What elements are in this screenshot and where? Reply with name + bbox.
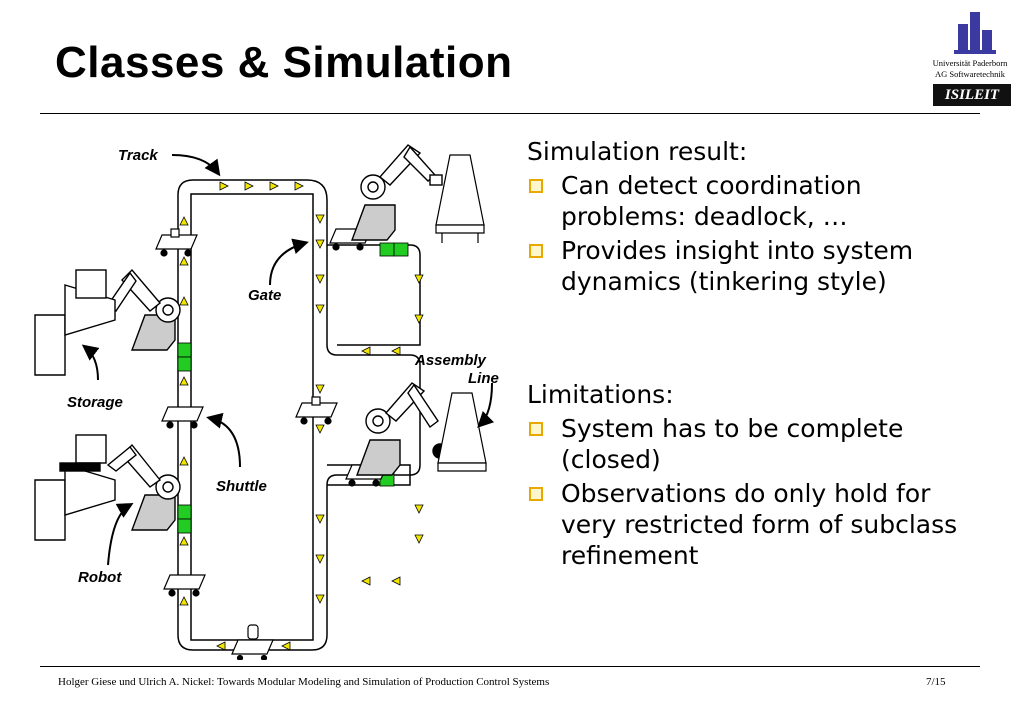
bullet-text: Provides insight into system dynamics (t… xyxy=(561,236,914,296)
track-markers xyxy=(179,181,424,651)
limitations-heading: Limitations: xyxy=(527,380,674,409)
shuttle-label: Shuttle xyxy=(216,478,267,495)
logo-caption: Universität Paderborn AG Softwaretechnik xyxy=(918,58,1022,80)
assembly-line-label-1: Assembly xyxy=(414,352,487,369)
bullet-box-icon xyxy=(529,179,543,193)
gate-arrow xyxy=(269,238,309,286)
shuttle-1 xyxy=(155,228,198,257)
assembly-line-label-2: Line xyxy=(468,370,499,387)
slide-title: Classes & Simulation xyxy=(55,38,513,87)
footer-citation: Holger Giese und Ulrich A. Nickel: Towar… xyxy=(58,676,550,688)
simulation-result-heading: Simulation result: xyxy=(527,137,748,166)
limitations-bullets: System has to be complete (closed) Obser… xyxy=(527,413,967,571)
bullet-text: Observations do only hold for very restr… xyxy=(561,479,958,570)
bullet-item: System has to be complete (closed) xyxy=(527,413,967,475)
bullet-box-icon xyxy=(529,422,543,436)
assembly-arrow xyxy=(477,382,495,428)
assembly-lines xyxy=(435,154,487,472)
robot-left-storage xyxy=(34,268,181,376)
shuttle-7 xyxy=(231,624,274,660)
logo-line-university: Universität Paderborn xyxy=(932,58,1008,68)
gates xyxy=(177,242,409,534)
gate-label: Gate xyxy=(248,287,281,304)
storage-arrow xyxy=(81,344,100,381)
isileit-badge: ISILEIT xyxy=(933,84,1011,106)
shuttle-4 xyxy=(295,396,338,425)
annotation-arrows xyxy=(81,154,495,566)
shuttle-arrow xyxy=(206,412,241,468)
limitations-section: Limitations: System has to be complete (… xyxy=(527,379,967,571)
bullet-box-icon xyxy=(529,244,543,258)
robot-arrow xyxy=(107,503,134,566)
simulation-result-bullets: Can detect coordination problems: deadlo… xyxy=(527,170,967,297)
shuttle-6 xyxy=(163,574,206,597)
university-logo xyxy=(954,12,996,54)
bullet-text: Can detect coordination problems: deadlo… xyxy=(561,171,862,231)
bullet-box-icon xyxy=(529,487,543,501)
logo-line-group: AG Softwaretechnik xyxy=(934,69,1006,79)
slide-content: Simulation result: Can detect coordinati… xyxy=(527,136,967,574)
track-label: Track xyxy=(118,147,158,164)
bullet-text: System has to be complete (closed) xyxy=(561,414,904,474)
robot-left-lower xyxy=(34,434,181,541)
robot-label: Robot xyxy=(78,569,122,586)
footer-divider xyxy=(40,666,980,667)
storage-label: Storage xyxy=(67,394,123,411)
shuttle-3 xyxy=(161,406,204,429)
section-spacer xyxy=(527,300,967,379)
robot-top-right xyxy=(350,144,443,241)
bullet-item: Provides insight into system dynamics (t… xyxy=(527,235,967,297)
page-number: 7/15 xyxy=(926,676,946,688)
simulation-result-section: Simulation result: Can detect coordinati… xyxy=(527,136,967,297)
bullet-item: Observations do only hold for very restr… xyxy=(527,478,967,571)
track-arrow xyxy=(171,154,221,177)
production-system-diagram: Track Gate Assembly Line Storage Shuttle… xyxy=(34,144,499,660)
header-divider xyxy=(40,113,980,114)
bullet-item: Can detect coordination problems: deadlo… xyxy=(527,170,967,232)
